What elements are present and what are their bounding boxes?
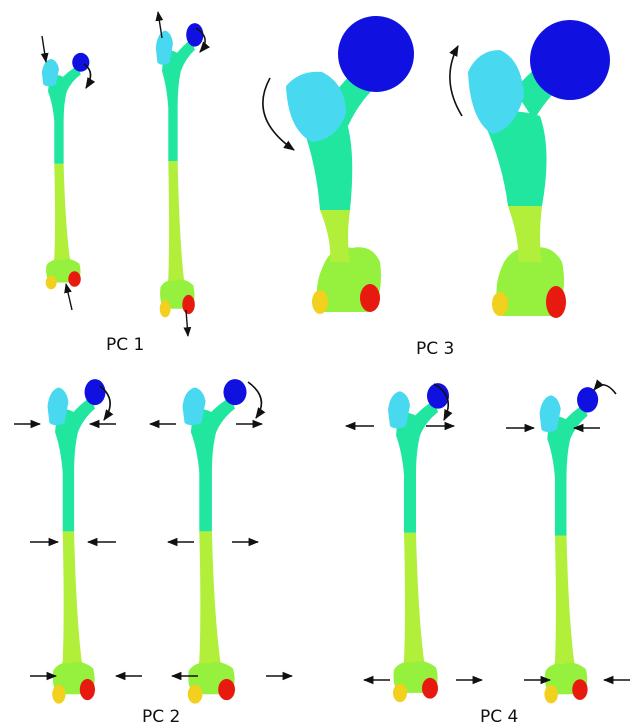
arrow-icon [158, 12, 162, 38]
pc3-femur-left [286, 16, 414, 314]
rotate-arrow-icon [594, 385, 616, 394]
rotate-arrow-icon [450, 46, 462, 116]
pc1-label: PC 1 [106, 335, 144, 355]
pc4-label: PC 4 [480, 707, 518, 727]
femoral-head [338, 16, 414, 92]
lateral-condyle [360, 284, 380, 312]
pc1-femur-short [42, 53, 90, 290]
pc1-femur-long [156, 23, 204, 317]
rotate-arrow-icon [248, 382, 261, 418]
pc1-panel: PC 1 [42, 12, 205, 355]
pc3-label: PC 3 [416, 339, 454, 359]
medial-condyle [312, 290, 328, 314]
pc4-femur-left [388, 383, 449, 702]
pc3-panel: PC 3 [263, 16, 610, 359]
pc2-panel: PC 2 [14, 379, 292, 727]
distal-shaft-region [320, 210, 350, 262]
arrow-icon [42, 36, 46, 62]
pc4-panel: PC 4 [346, 383, 630, 727]
arrow-icon [66, 284, 72, 310]
lateral-condyle [546, 286, 566, 318]
medial-condyle [492, 292, 508, 316]
pc2-label: PC 2 [142, 707, 180, 727]
femoral-head [530, 20, 610, 100]
pc3-femur-right [468, 20, 610, 318]
pc4-femur-right [540, 387, 599, 703]
